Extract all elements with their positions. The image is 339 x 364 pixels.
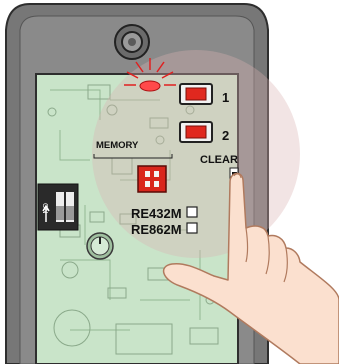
button-1-label: 1 [222,90,229,105]
button-2-label: 2 [222,128,229,143]
antenna-ring-icon [115,25,149,59]
model-a-checkbox[interactable] [187,207,197,217]
model-b-checkbox[interactable] [187,223,197,233]
rotary-selector [87,233,113,259]
memory-label: MEMORY [96,140,139,151]
memory-module[interactable] [138,166,166,192]
button-2[interactable] [180,122,212,142]
clear-label: CLEAR [200,154,238,166]
dip-on-label: ON [41,203,48,214]
model-a-label: RE432M [131,206,182,221]
model-b-label: RE862M [131,222,182,237]
button-1[interactable] [180,84,212,104]
